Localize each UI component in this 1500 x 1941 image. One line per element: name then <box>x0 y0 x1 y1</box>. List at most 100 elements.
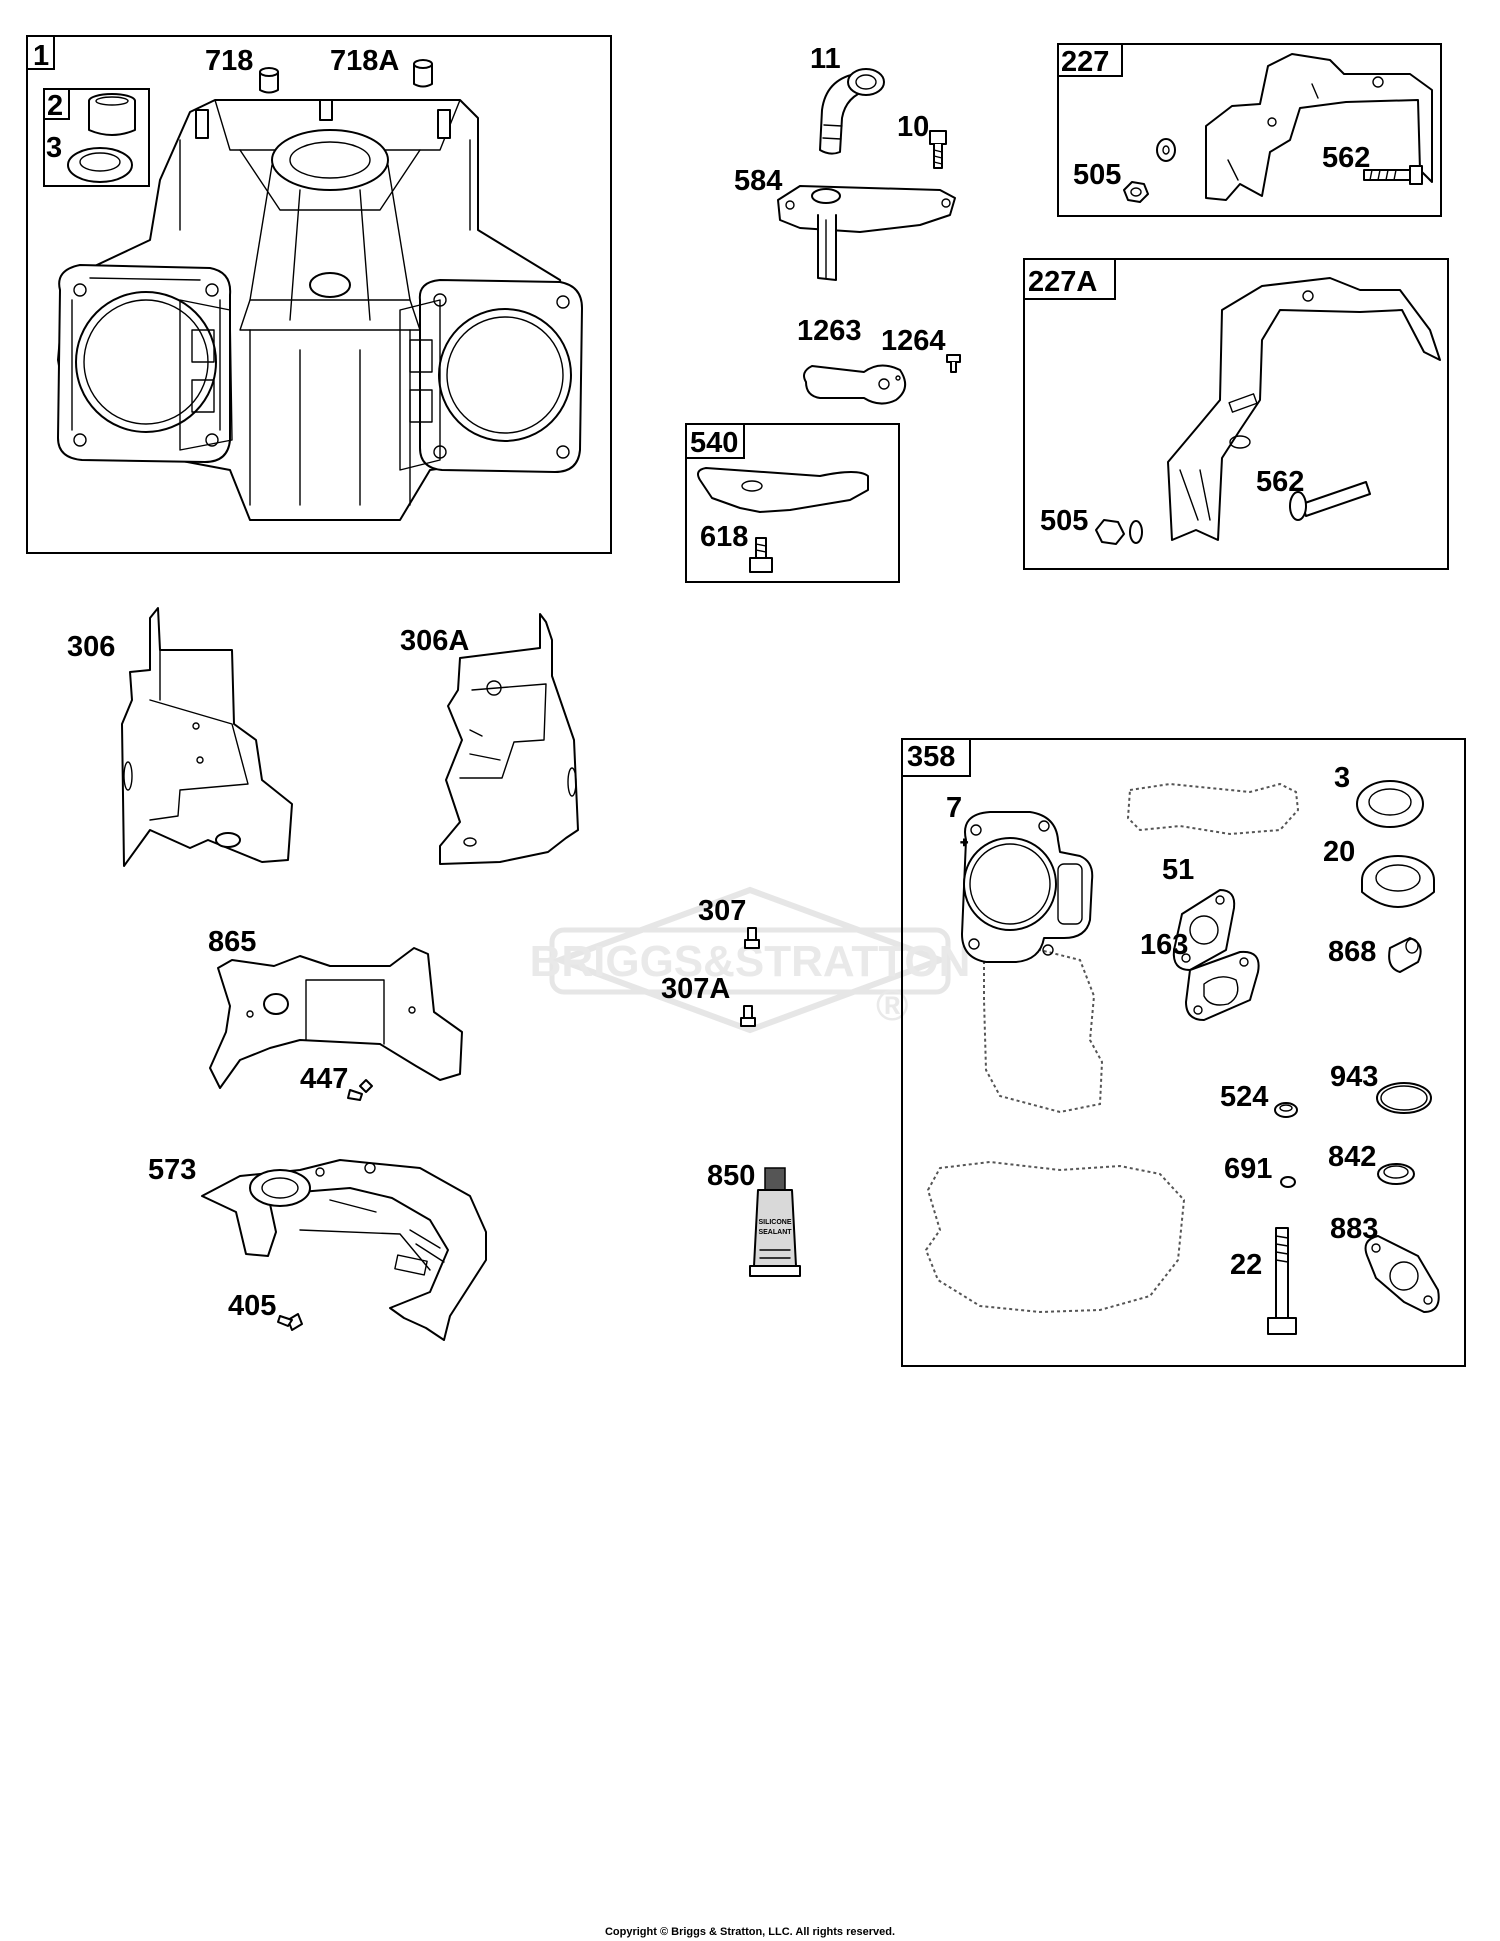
part-oil-seal-20[interactable] <box>1361 855 1435 908</box>
label-868[interactable]: 868 <box>1328 936 1376 968</box>
part-bolt-562-b[interactable] <box>1289 481 1371 521</box>
part-o-ring-524[interactable] <box>1274 1102 1298 1118</box>
part-cylinder-baffle-306[interactable] <box>121 607 293 867</box>
label-850[interactable]: 850 <box>707 1160 755 1192</box>
part-bolt-562-a[interactable] <box>1363 165 1423 185</box>
label-562-a[interactable]: 562 <box>1322 142 1370 174</box>
box-358-frame <box>901 738 1466 1367</box>
part-dowel-pin-718a[interactable] <box>413 59 433 88</box>
part-intake-gasket-51[interactable] <box>1172 889 1236 971</box>
part-bushing[interactable] <box>88 93 136 136</box>
part-breather-tube[interactable] <box>819 68 885 155</box>
part-exhaust-gasket-883[interactable] <box>1364 1235 1440 1313</box>
watermark-registered: ® <box>876 981 908 1030</box>
part-crankcase-gasket-dashed[interactable] <box>924 1160 1186 1314</box>
part-silicone-sealant-tube[interactable]: SILICONE SEALANT <box>749 1167 801 1277</box>
box-2-label[interactable]: 2 <box>47 90 63 122</box>
label-11[interactable]: 11 <box>810 43 841 75</box>
label-307a[interactable]: 307A <box>661 973 730 1005</box>
part-screw-618[interactable] <box>749 537 773 573</box>
part-screw-10[interactable] <box>929 130 947 169</box>
group-gasket-set-358: 358 7 ✚ 3 20 51 <box>901 738 1466 1367</box>
label-718a[interactable]: 718A <box>330 45 399 77</box>
label-718[interactable]: 718 <box>205 45 253 77</box>
label-51-gasket[interactable]: 51 <box>1162 854 1194 886</box>
part-right-cylinder-bore[interactable] <box>399 279 583 473</box>
part-shield-573[interactable] <box>201 1159 487 1341</box>
part-seal-868[interactable] <box>1388 937 1422 973</box>
part-screw-1264[interactable] <box>946 354 961 373</box>
label-10[interactable]: 10 <box>897 111 929 143</box>
label-306a[interactable]: 306A <box>400 625 469 657</box>
part-bracket-227a[interactable] <box>1167 277 1441 541</box>
part-breather-plate[interactable] <box>777 185 956 281</box>
label-524[interactable]: 524 <box>1220 1081 1268 1113</box>
label-573[interactable]: 573 <box>148 1154 196 1186</box>
label-7-head-gasket[interactable]: 7 <box>946 792 962 824</box>
part-left-cylinder-bore[interactable] <box>57 264 233 463</box>
part-carburetor-gasket-163[interactable] <box>1185 950 1260 1021</box>
box-540-label[interactable]: 540 <box>690 427 738 459</box>
part-cylinder-baffle-306a[interactable] <box>439 613 579 865</box>
box-1-label[interactable]: 1 <box>33 40 49 72</box>
part-gasket-mid-dashed[interactable] <box>983 938 1104 1114</box>
part-screw-307[interactable] <box>744 927 760 949</box>
label-842[interactable]: 842 <box>1328 1141 1376 1173</box>
group-cylinder-assembly: 1 2 3 718 718A <box>26 35 612 554</box>
box-227a-frame <box>1023 258 1449 570</box>
label-20-oil-seal[interactable]: 20 <box>1323 836 1355 868</box>
label-618[interactable]: 618 <box>700 521 748 553</box>
box-227-frame <box>1057 43 1442 217</box>
part-dowel-pin-718[interactable] <box>259 67 279 94</box>
part-reed-valve-1263[interactable] <box>803 364 907 405</box>
part-valve-cover-seal-3[interactable] <box>1356 780 1424 828</box>
label-1263[interactable]: 1263 <box>797 315 862 347</box>
group-bracket-227: 227 505 562 <box>1057 43 1442 217</box>
box-358-label[interactable]: 358 <box>907 741 955 773</box>
group-gasket-540: 540 618 <box>685 423 900 583</box>
box-1-frame <box>26 35 612 554</box>
part-breather-gasket[interactable] <box>697 467 869 513</box>
part-head-gasket-7[interactable]: ✚ <box>960 811 1094 963</box>
box-540-tag <box>685 423 745 459</box>
label-447[interactable]: 447 <box>300 1063 348 1095</box>
part-nut-505-b[interactable] <box>1095 519 1143 545</box>
part-bracket-227[interactable] <box>1205 53 1433 201</box>
box-227a-label[interactable]: 227A <box>1028 266 1097 298</box>
label-691[interactable]: 691 <box>1224 1153 1272 1185</box>
part-screw-447[interactable] <box>347 1079 373 1101</box>
box-227a-tag <box>1023 258 1116 300</box>
label-505-a[interactable]: 505 <box>1073 159 1121 191</box>
part-o-ring-943[interactable] <box>1376 1082 1432 1114</box>
part-o-ring-691[interactable] <box>1280 1176 1296 1188</box>
label-22-bolt[interactable]: 22 <box>1230 1249 1262 1281</box>
box-2-tag <box>43 88 70 120</box>
part-bolt-22[interactable] <box>1267 1227 1297 1335</box>
part-screw-405[interactable] <box>277 1313 303 1331</box>
part-oil-seal[interactable] <box>67 147 133 183</box>
label-584[interactable]: 584 <box>734 165 782 197</box>
label-943[interactable]: 943 <box>1330 1061 1378 1093</box>
box-227-tag <box>1057 43 1123 77</box>
label-3-seal[interactable]: 3 <box>46 132 62 164</box>
label-865[interactable]: 865 <box>208 926 256 958</box>
label-3-seal-358[interactable]: 3 <box>1334 762 1350 794</box>
label-307[interactable]: 307 <box>698 895 746 927</box>
box-227-label[interactable]: 227 <box>1061 46 1109 78</box>
part-screw-307a[interactable] <box>740 1005 756 1027</box>
label-306[interactable]: 306 <box>67 631 115 663</box>
tube-label-line2: SEALANT <box>758 1229 792 1236</box>
part-shield-865[interactable] <box>209 947 463 1089</box>
part-washer-505-a[interactable] <box>1156 138 1176 162</box>
label-505-b[interactable]: 505 <box>1040 505 1088 537</box>
label-163-gasket[interactable]: 163 <box>1140 929 1188 961</box>
part-o-ring-842[interactable] <box>1377 1163 1415 1185</box>
part-gasket-top-dashed[interactable] <box>1126 782 1300 836</box>
part-nut-505-a[interactable] <box>1123 181 1149 203</box>
box-1-tag <box>26 35 55 70</box>
box-540-frame <box>685 423 900 583</box>
label-405[interactable]: 405 <box>228 1290 276 1322</box>
label-1264[interactable]: 1264 <box>881 325 946 357</box>
tube-label-line1: SILICONE <box>758 1219 791 1226</box>
